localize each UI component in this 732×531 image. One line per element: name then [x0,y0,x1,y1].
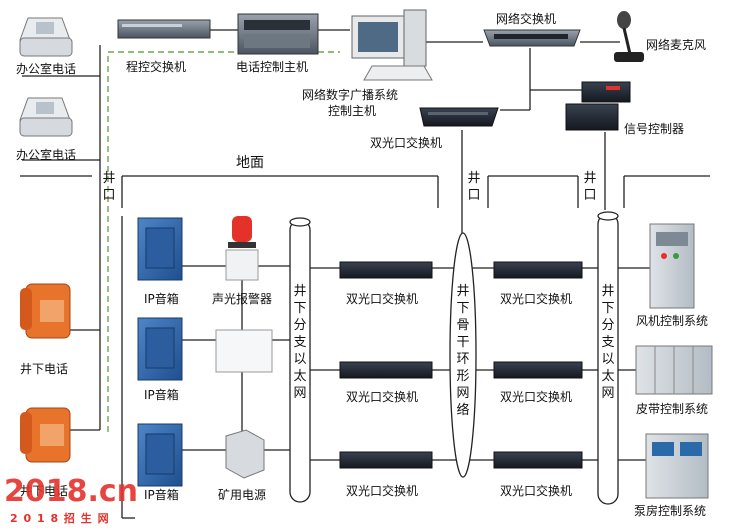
wellhead-left-label: 井口 [102,171,116,203]
pbx-icon [117,19,211,39]
branch-pipe-right [597,211,619,505]
dual-optical-switches [339,261,583,469]
ip-speaker-3-label: IP音箱 [144,488,179,502]
fan-control-cabinet-icon [649,223,695,309]
network-switch-icon [483,29,581,47]
wellhead-right-label: 井口 [583,171,597,203]
phone-host-icon [237,13,319,55]
dual-optical-r2-label: 双光口交换机 [500,390,573,404]
branch-ethernet-right-label: 井下分支以太网 [601,284,615,401]
dual-optical-l3-label: 双光口交换机 [346,484,419,498]
ip-speaker-1-label: IP音箱 [144,292,179,306]
signal-controller-icon [565,81,631,131]
dual-optical-l1-label: 双光口交换机 [346,292,419,306]
network-switch-label: 网络交换机 [496,12,557,26]
signal-controller-label: 信号控制器 [624,122,685,136]
underground-phone-2-label: 井下电话 [20,484,69,498]
network-mic-label: 网络麦克风 [646,38,707,52]
pbx-label: 程控交换机 [126,60,187,74]
alarm-icon [225,216,259,281]
pump-control-label: 泵房控制系统 [634,504,707,518]
underground-phone-1-icon [20,283,71,339]
ip-speaker-1-icon [137,217,183,281]
ground-label: 地面 [236,155,264,171]
belt-control-label: 皮带控制系统 [636,402,709,416]
backbone-ring-label: 井下骨干环形网络 [456,284,470,418]
office-phone-2-label: 办公室电话 [16,148,77,162]
dual-optical-r3-label: 双光口交换机 [500,484,573,498]
underground-phone-2-icon [20,407,71,463]
alarm-label: 声光报警器 [212,292,273,306]
branch-ethernet-left-label: 井下分支以太网 [293,284,307,401]
mine-power-icon [225,429,265,479]
broadcast-host-icon [351,9,433,81]
branch-pipe-left [289,217,311,503]
watermark-brand: 2018.cn [4,474,139,509]
ip-speaker-2-label: IP音箱 [144,388,179,402]
ip-speaker-3-icon [137,423,183,487]
office-phone-1-label: 办公室电话 [16,62,77,76]
underground-phone-1-label: 井下电话 [20,362,69,376]
broadcast-host-label-line2: 控制主机 [328,104,377,118]
belt-control-cabinet-icon [635,345,713,395]
office-phone-1-icon [19,17,73,57]
dual-optical-r1-label: 双光口交换机 [500,292,573,306]
backbone-ring [449,232,477,478]
junction-box-icon [215,329,273,373]
dual-optical-l2-label: 双光口交换机 [346,390,419,404]
office-phone-2-icon [19,97,73,137]
mine-power-label: 矿用电源 [218,488,267,502]
network-microphone-icon [614,11,644,62]
phone-host-label: 电话控制主机 [236,60,309,74]
watermark-subtitle: 2 0 1 8 招 生 网 [10,512,110,525]
dual-optical-top-label: 双光口交换机 [370,136,443,150]
dual-optical-top-icon [419,107,499,127]
ip-speaker-2-icon [137,317,183,381]
broadcast-host-label-line1: 网络数字广播系统 [302,88,399,102]
wellhead-mid-label: 井口 [467,171,481,203]
pump-control-cabinet-icon [645,433,709,499]
fan-control-label: 风机控制系统 [636,314,709,328]
